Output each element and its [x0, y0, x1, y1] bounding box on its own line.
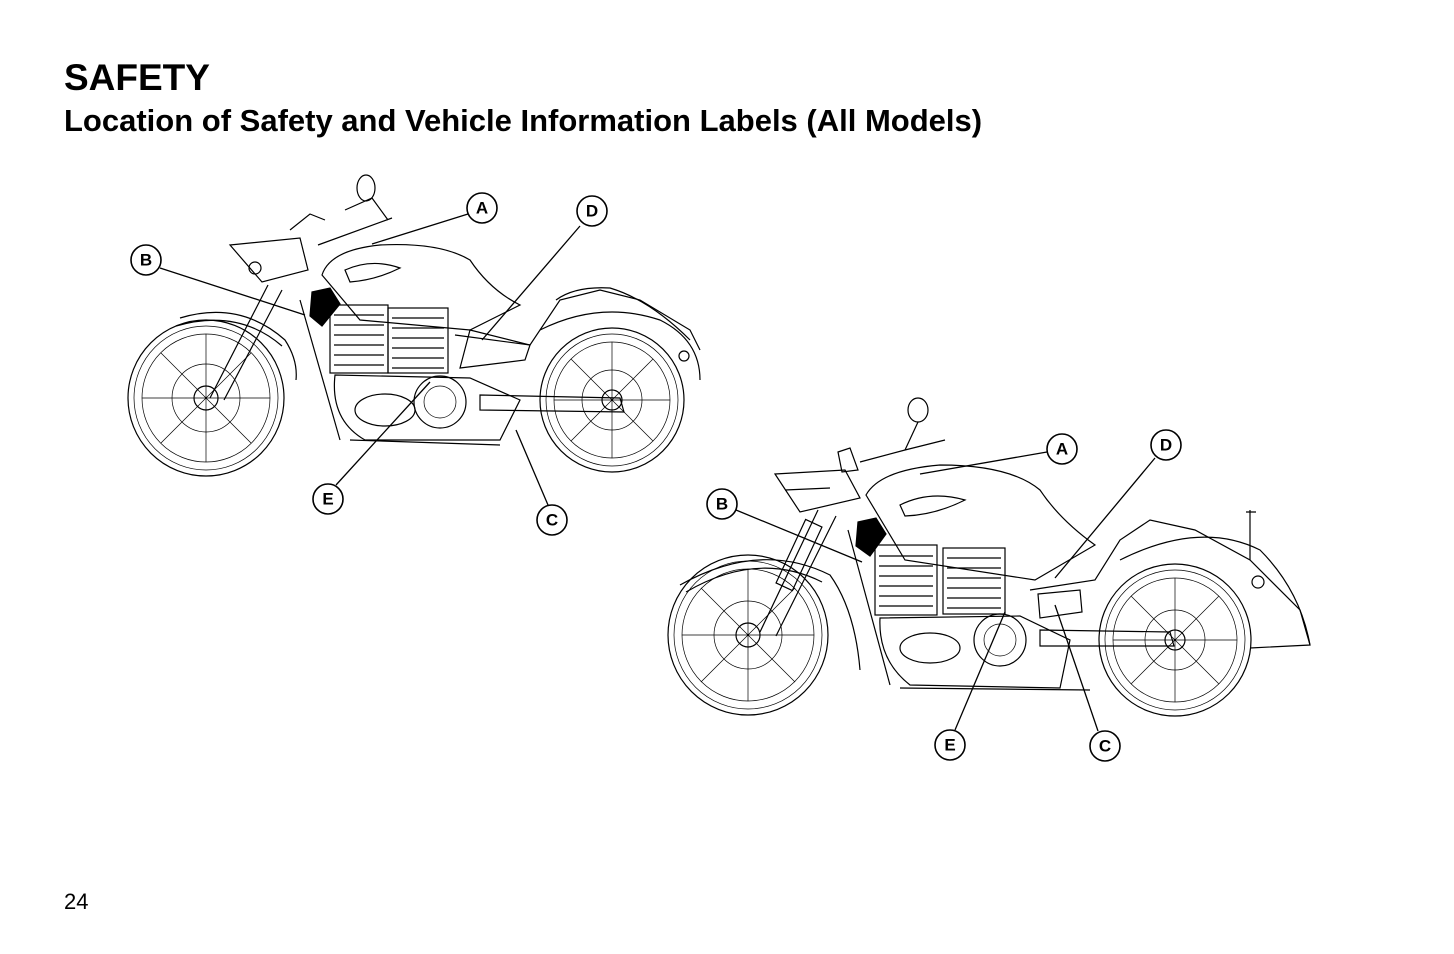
figure-1-callouts: A B C D E	[130, 192, 608, 536]
callout-B: B	[130, 244, 162, 276]
svg-text:D: D	[586, 202, 598, 221]
callout-E: E	[312, 483, 344, 515]
callout-A: A	[466, 192, 498, 224]
callout-D: D	[1150, 429, 1182, 461]
svg-text:E: E	[944, 736, 955, 755]
motorcycle-illustration-1	[127, 174, 701, 477]
svg-text:A: A	[476, 199, 488, 218]
callout-D: D	[576, 195, 608, 227]
page-number: 24	[64, 889, 89, 914]
callout-B: B	[706, 488, 738, 520]
svg-text:A: A	[1056, 440, 1068, 459]
svg-text:C: C	[1099, 737, 1111, 756]
callout-A: A	[1046, 433, 1078, 465]
motorcycle-illustration-2	[667, 397, 1311, 717]
svg-text:C: C	[546, 511, 558, 530]
svg-text:B: B	[140, 251, 152, 270]
callout-C: C	[1089, 730, 1121, 762]
callout-C: C	[536, 504, 568, 536]
section-title: SAFETY	[64, 57, 210, 98]
callout-E: E	[934, 729, 966, 761]
svg-text:E: E	[322, 490, 333, 509]
figure-2-callouts: A B C D E	[706, 429, 1182, 762]
svg-text:D: D	[1160, 436, 1172, 455]
page-subtitle: Location of Safety and Vehicle Informati…	[64, 103, 983, 138]
svg-text:B: B	[716, 495, 728, 514]
